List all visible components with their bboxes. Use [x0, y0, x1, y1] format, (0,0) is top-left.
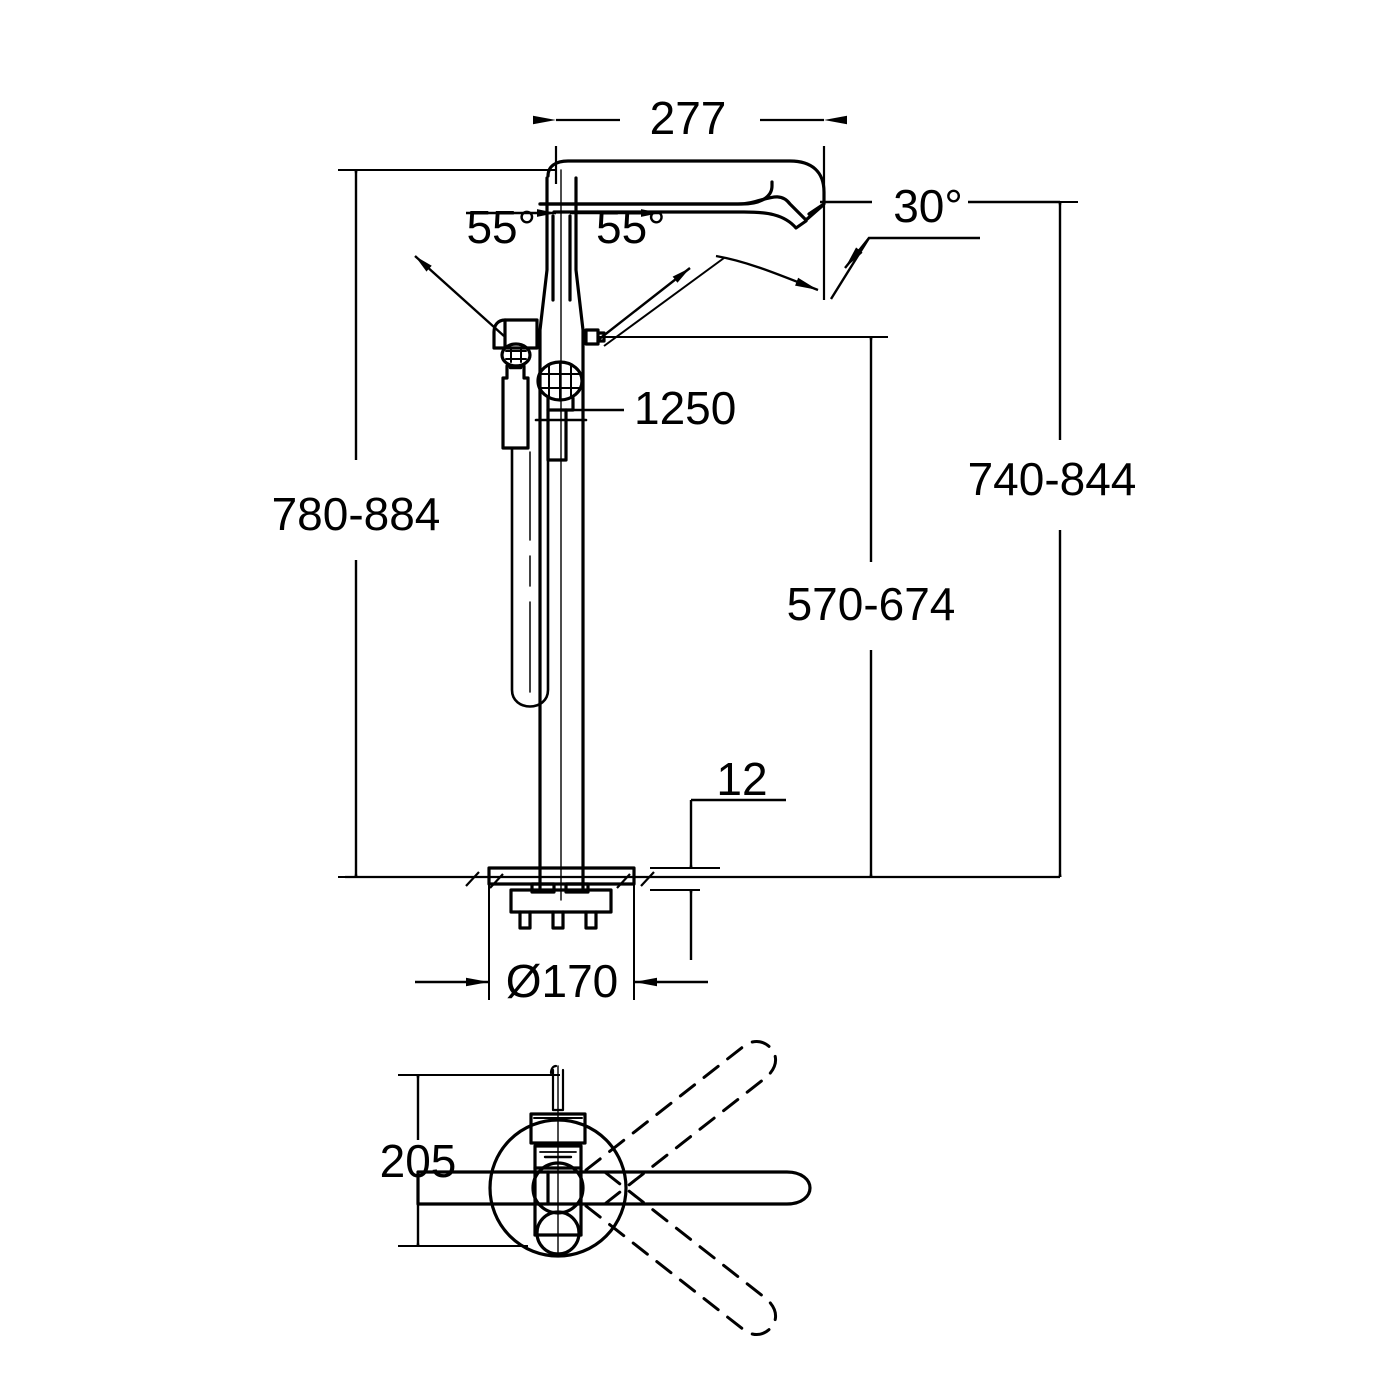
lever-handle [546, 1170, 812, 1206]
spout-underside [552, 210, 808, 230]
valve-body-left-round [492, 318, 507, 350]
dimension-740-844 [968, 201, 1078, 877]
cartridge-knurl [540, 361, 580, 401]
floor-hatching [465, 871, 655, 889]
base-bolt-1 [518, 910, 532, 930]
column-right-outline [574, 176, 585, 890]
spout-outer-profile [546, 159, 826, 216]
dimension-label-205: 205 [380, 1135, 457, 1187]
leader-30-arrow [844, 237, 870, 269]
dimension-label-277: 277 [650, 92, 727, 144]
shower-hose-outline [510, 446, 550, 708]
cartridge-collar [546, 396, 575, 412]
dimension-570-674 [598, 336, 888, 877]
base-collar [509, 888, 613, 914]
dimension-label-12: 12 [716, 753, 767, 805]
faucet-front-elevation [487, 159, 826, 930]
handle-plan-view [416, 1040, 812, 1336]
dimension-diameter-170 [415, 884, 708, 1000]
diverter-knurl-lines [505, 347, 527, 363]
stem-top-curve [549, 1064, 558, 1075]
dimension-label-170: Ø170 [506, 955, 619, 1007]
dimension-label-570-674: 570-674 [787, 578, 956, 630]
valve-body-block [503, 318, 539, 350]
base-bolt-3 [584, 910, 598, 930]
lever-position-up [584, 1040, 778, 1205]
leader-55-right-b [603, 257, 725, 347]
spout-tip-detail [538, 195, 824, 222]
dimension-label-30: 30° [893, 180, 963, 232]
dimension-label-780-884: 780-884 [272, 488, 441, 540]
base-notch-2 [564, 882, 590, 894]
floor-line-group [345, 871, 1060, 889]
angle-55-left [414, 209, 556, 337]
lower-hose-stub [546, 408, 568, 462]
lever-dashed-positions [584, 1040, 778, 1336]
lever-position-down [584, 1171, 778, 1336]
dimension-label-1250: 1250 [634, 382, 736, 434]
base-notch-1 [530, 882, 556, 894]
dimension-205 [398, 1074, 560, 1247]
leader-55-right-a [597, 267, 691, 341]
dimension-label-55-left: 55° [466, 201, 536, 253]
column-left-outline [538, 176, 549, 890]
angle-arc-55-right [715, 254, 819, 292]
dimension-label-55-right: 55° [596, 201, 666, 253]
dimension-277 [533, 115, 847, 300]
dimension-780-884 [338, 169, 556, 878]
leader-30-lower [829, 236, 980, 300]
base-bolt-2 [551, 910, 565, 930]
side-port [584, 328, 600, 346]
angle-55-right [570, 209, 819, 347]
handshower-holder [501, 364, 530, 450]
dimension-12 [650, 798, 786, 960]
dimension-label-740-844: 740-844 [968, 453, 1137, 505]
leader-55-left [414, 255, 505, 337]
